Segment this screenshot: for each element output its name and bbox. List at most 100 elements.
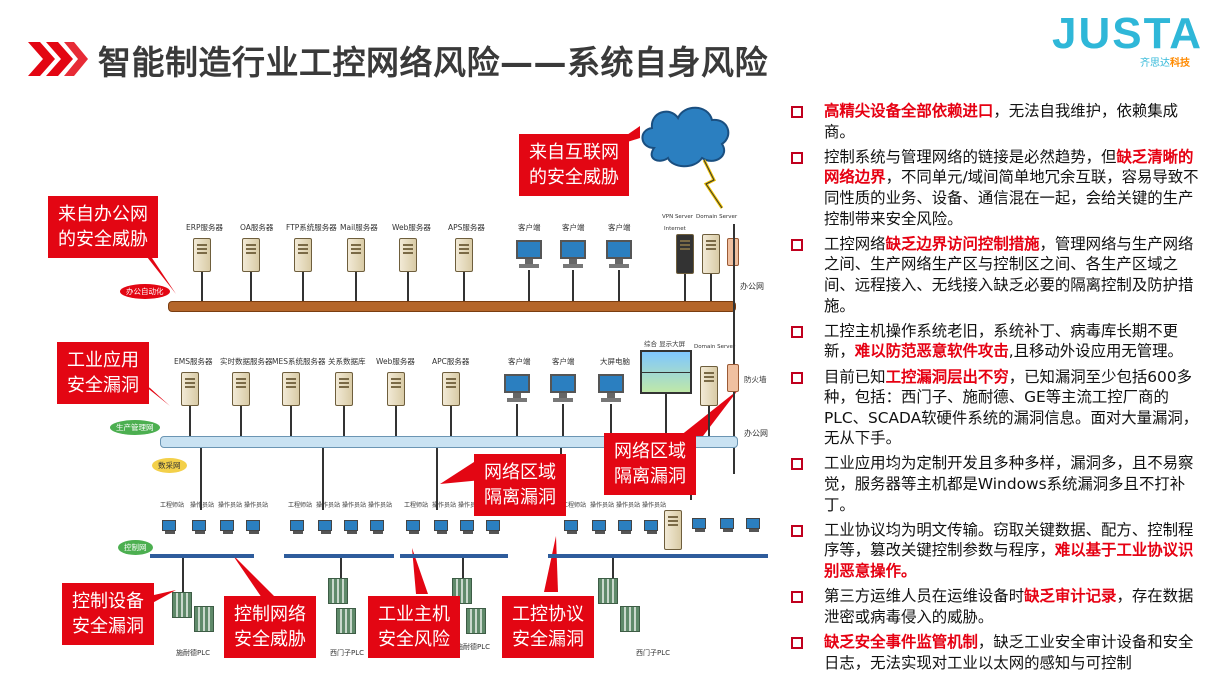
engineer-station-icon <box>564 520 582 536</box>
ctrl-node-label: 操作员站 <box>642 502 667 509</box>
risk-text: ，无法自我维护，依赖集成商。 <box>824 102 1179 141</box>
display-wall-label: 综合 显示大屏 <box>644 340 686 348</box>
operator-station-icon <box>370 520 388 536</box>
risk-highlight-text: 难以基于工业协议识别恶意操作。 <box>824 541 1194 581</box>
risk-highlight-text: 高精尖设备全部依赖进口 <box>824 102 994 120</box>
firewall-uplink-line <box>733 224 735 474</box>
prod-server-label: 关系数据库 <box>328 357 366 366</box>
office-server-label: OA服务器 <box>240 223 274 232</box>
office-server-label: Web服务器 <box>392 223 431 232</box>
office-client-pc-icon <box>606 240 632 270</box>
title-chevron-icon <box>28 42 88 76</box>
risk-highlight-text: 工控漏洞层出不穷 <box>885 367 1009 386</box>
mail-server-icon <box>347 238 365 272</box>
link-line <box>516 404 518 436</box>
office-client-label: 客户端 <box>562 223 585 232</box>
square-bullet-icon <box>791 238 803 251</box>
link-line <box>290 406 292 436</box>
ctrl-node-label: 工程师站 <box>288 502 313 509</box>
link-line <box>562 404 564 436</box>
control-bus-segment <box>664 554 768 558</box>
square-bullet-icon <box>791 371 803 384</box>
threat-control-device: 控制设备安全漏洞 <box>62 583 154 645</box>
plc-rack-icon <box>336 608 356 634</box>
prod-server-label: APC服务器 <box>432 357 470 366</box>
ems-server-icon <box>181 372 199 406</box>
office-server-label: ERP服务器 <box>186 223 223 232</box>
prod-server-label: MES系统服务器 <box>272 357 326 366</box>
office-bus-tag: 办公自动化 <box>120 284 170 299</box>
risk-highlight-text: 缺乏安全事件监管机制 <box>824 633 978 651</box>
threat-control-network: 控制网络安全威胁 <box>224 596 316 658</box>
operator-station-icon <box>486 520 504 536</box>
network-risk-diagram: 办公自动化 办公网 ERP服务器 OA服务器 FTP系统服务器 Mail服务器 … <box>0 88 780 695</box>
square-bullet-icon <box>791 591 803 604</box>
plc-rack-icon <box>466 608 486 634</box>
link-line <box>708 406 710 436</box>
risk-text: ，不同单元/域间简单地冗余互联，容易导致不同性质的业务、设备、通信混在一起，会给… <box>824 168 1199 228</box>
threat-internet: 来自互联网的安全威胁 <box>519 134 629 196</box>
risk-text: 目前已知 <box>824 367 886 386</box>
ctrl-node-label: 工程师站 <box>160 502 185 509</box>
ctrl-node-label: 工程师站 <box>404 502 429 509</box>
vpn-server-icon <box>676 234 694 274</box>
risk-item: 高精尖设备全部依赖进口，无法自我维护，依赖集成商。 <box>788 101 1202 142</box>
apc-server-icon <box>442 372 460 406</box>
link-line <box>665 394 667 436</box>
risk-highlight-text: 缺乏审计记录 <box>1024 587 1117 606</box>
link-line <box>189 406 191 436</box>
risk-text: 工业应用均为定制开发且多种多样，漏洞多，且不易察觉，服务器等主机都是Window… <box>824 454 1194 514</box>
display-wall-icon <box>640 350 692 394</box>
ctrl-node-label: 操作员站 <box>432 502 457 509</box>
internet-label: Internet <box>664 226 686 232</box>
scada-bus-tag: 数采网 <box>152 458 187 473</box>
prod-client-label: 客户端 <box>552 357 575 366</box>
link-line <box>612 558 614 578</box>
risk-item: 缺乏安全事件监管机制，缺乏工业安全审计设备和安全日志，无法实现对工业以太网的感知… <box>788 632 1202 673</box>
risk-item: 工控主机操作系统老旧，系统补丁、病毒库长期不更新，难以防范恶意软件攻击,且移动外… <box>788 321 1202 362</box>
square-bullet-icon <box>791 637 803 649</box>
justa-logo: JUSTA 齐思达科技 <box>1052 10 1212 70</box>
control-bus-segment <box>150 554 254 558</box>
ctrl-node-label: 操作员站 <box>190 502 215 509</box>
risk-item: 第三方运维人员在运维设备时缺乏审计记录，存在数据泄密或病毒侵入的威胁。 <box>788 586 1202 627</box>
ctrl-node-label: 操作员站 <box>616 502 641 509</box>
ctrl-node-label: 工程师站 <box>562 502 587 509</box>
risk-highlight-text: 缺乏清晰的网络边界 <box>824 147 1194 187</box>
office-client-pc-icon <box>560 240 586 270</box>
relational-db-server-icon <box>335 372 353 406</box>
risk-item: 控制系统与管理网络的链接是必然趋势，但缺乏清晰的网络边界，不同单元/域间简单地冗… <box>788 147 1202 229</box>
prod-server-label: 实时数据服务器 <box>220 357 273 366</box>
big-screen-pc-label: 大屏电脑 <box>600 357 630 366</box>
control-bus-segment <box>548 554 664 558</box>
office-client-label: 客户端 <box>518 223 541 232</box>
control-server-icon <box>664 510 682 550</box>
risk-text: 工业协议均为明文传输。窃取关键数据、配方、控制程序等，篡改关键控制参数与程序， <box>824 520 1194 560</box>
web-server-icon <box>399 238 417 272</box>
link-line <box>182 558 184 592</box>
prod-firewall-icon <box>727 364 739 392</box>
link-line <box>201 272 203 301</box>
office-bus-label: 办公网 <box>740 282 764 291</box>
erp-server-icon <box>193 238 211 272</box>
link-line <box>200 448 202 510</box>
square-bullet-icon <box>791 325 803 338</box>
ctrl-node-label: 操作员站 <box>590 502 615 509</box>
threat-industrial-app: 工业应用安全漏洞 <box>57 342 149 404</box>
prod-client-label: 客户端 <box>508 357 531 366</box>
link-line <box>618 270 620 301</box>
link-line <box>322 448 324 510</box>
operator-station-icon <box>192 520 210 536</box>
plc-rack-icon <box>194 606 214 632</box>
control-bus-segment <box>284 554 394 558</box>
square-bullet-icon <box>791 458 803 471</box>
prod-domain-server-icon <box>700 366 718 406</box>
domain-server-icon <box>702 234 720 274</box>
risk-list: 高精尖设备全部依赖进口，无法自我维护，依赖集成商。控制系统与管理网络的链接是必然… <box>788 101 1202 678</box>
threat-zone-isolation-mid: 网络区域隔离漏洞 <box>474 454 566 516</box>
office-server-label: APS服务器 <box>448 223 485 232</box>
link-line <box>463 272 465 301</box>
link-line <box>395 406 397 436</box>
risk-text: ,且移动外设应用无管理。 <box>1008 342 1183 361</box>
ctrl-node-label: 操作员站 <box>342 502 367 509</box>
